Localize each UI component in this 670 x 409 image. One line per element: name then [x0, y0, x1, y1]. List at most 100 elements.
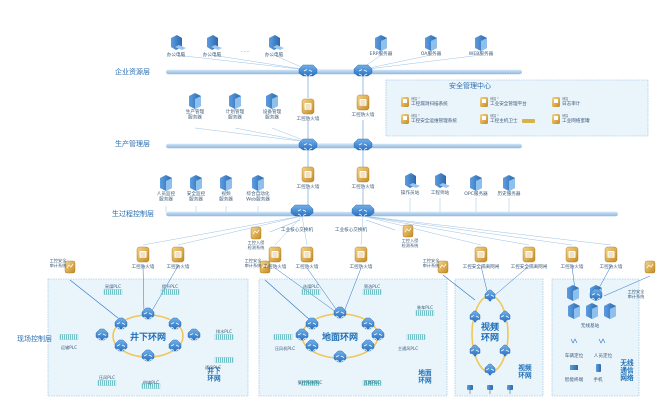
- plc-icon: [362, 289, 382, 295]
- ring-switch: [168, 339, 182, 352]
- mgmt-server: [229, 93, 241, 109]
- security-item-brand: 博智: [562, 96, 568, 101]
- switch-icon: [361, 339, 375, 352]
- ellipsis-text: ……: [240, 49, 250, 54]
- plc-underground: [141, 383, 161, 389]
- plc-label: 瓦斯PLC: [364, 379, 380, 386]
- security-item: [401, 97, 409, 107]
- server-label: 历史服务器: [498, 190, 521, 197]
- arrows-icon: [358, 143, 368, 150]
- arrows-icon: [373, 333, 383, 340]
- zone-label-wireless: 无线通信网络: [619, 358, 634, 382]
- process-server-right: [503, 175, 515, 191]
- bus-layer: [166, 69, 618, 217]
- switch-icon: [168, 339, 182, 352]
- plc-icon: [160, 289, 180, 295]
- plc-underground: [103, 289, 123, 295]
- link-line: [362, 215, 530, 246]
- mgmt-server: [189, 93, 201, 109]
- firewall-enterprise-left: [301, 98, 315, 115]
- arrows-icon: [97, 333, 107, 340]
- core-switch-left: [290, 204, 314, 217]
- switch-icon: [305, 317, 319, 330]
- link-line: [175, 54, 309, 71]
- link-line: [360, 215, 364, 246]
- server-label: 安全监控服务器: [187, 190, 206, 202]
- security-item-brand: 博智™: [490, 96, 500, 101]
- enterprise-server: [475, 35, 487, 51]
- firewall-label: 工控防火墙: [350, 263, 373, 270]
- zone-label-video: 视频环网: [518, 363, 532, 380]
- plc-underground: [214, 357, 234, 363]
- ring-switch: [187, 328, 201, 341]
- pulse-icon: [646, 263, 654, 269]
- plc-icon: [415, 310, 435, 316]
- plc-label: 压风PLC: [99, 375, 115, 381]
- firewall-label: 工控防火墙: [297, 183, 320, 190]
- camera: [507, 385, 513, 394]
- switch-icon: [361, 317, 375, 330]
- switch-icon: [353, 138, 373, 151]
- link-line: [142, 265, 145, 315]
- plc-icon: [97, 380, 117, 386]
- plc-label: 通风PLC: [205, 364, 221, 371]
- link-line: [365, 219, 396, 231]
- server-label: OPC服务器: [464, 190, 488, 197]
- ring-switch: [371, 328, 385, 341]
- security-item: [552, 97, 560, 107]
- keyboard-icon: [439, 183, 450, 188]
- plc-surface: [273, 334, 293, 340]
- plc-icon: [141, 383, 161, 389]
- plc-icon: [214, 334, 234, 340]
- firewall-grid-icon: [360, 172, 366, 178]
- plc-label: 运输PLC: [61, 344, 77, 351]
- vehicle-positioning-label: 车辆定位: [565, 352, 584, 359]
- pulse-icon: [252, 229, 260, 235]
- zone-underground: [47, 278, 249, 397]
- arrows-icon: [307, 344, 317, 351]
- process-server: [160, 175, 172, 191]
- arrows-icon: [470, 349, 480, 356]
- ring-switch: [141, 307, 155, 320]
- link-line: [494, 265, 530, 296]
- mgmt-server: [266, 93, 278, 109]
- firewall-production-right: [356, 166, 370, 183]
- process-bus: [166, 211, 618, 217]
- plc-underground: [97, 380, 117, 386]
- ring-switch: [333, 350, 347, 363]
- security-face-icon: [482, 116, 486, 120]
- security-item-brand: 博智™: [411, 96, 421, 101]
- camera-icon: [487, 385, 493, 390]
- wireless-station: [586, 303, 598, 319]
- arrows-icon: [485, 368, 495, 375]
- server-label: 人员监控服务器: [157, 190, 176, 202]
- switch-icon: [141, 307, 155, 320]
- ring-label-video: 视频环网: [481, 321, 499, 343]
- arrows-icon: [335, 311, 345, 318]
- arrows-icon: [170, 322, 180, 329]
- switch-icon: [298, 64, 318, 77]
- mobile-phone-label: 手机: [593, 376, 603, 383]
- switch-icon: [295, 328, 309, 341]
- antenna-icon: [570, 338, 606, 344]
- server-side-icon: [592, 306, 598, 319]
- link-line: [597, 265, 612, 291]
- ring-switch: [361, 339, 375, 352]
- probe-icon: [402, 224, 414, 238]
- firewall-label: 工控防火墙: [132, 263, 155, 270]
- security-item-name: 工控漏洞扫描系统: [411, 100, 448, 107]
- server-label: WEB服务器: [469, 50, 494, 57]
- link-line: [142, 215, 303, 246]
- plc-underground: [59, 334, 79, 340]
- firewall-grid-icon: [526, 252, 532, 258]
- security-item-name: 工控安全运维管理系统: [411, 117, 457, 124]
- firewall-label: 工控安全隔离网闸: [511, 263, 548, 270]
- wireless-switch: [589, 288, 603, 301]
- link-layer: [69, 54, 651, 321]
- intrusion-label-left: 工控入侵检测系统: [248, 239, 265, 251]
- link-line: [194, 127, 309, 143]
- switch-icon: [95, 328, 109, 341]
- security-face-icon: [403, 116, 407, 120]
- arrows-icon: [303, 69, 313, 76]
- intrusion-label-right: 工控入侵检测系统: [402, 237, 419, 249]
